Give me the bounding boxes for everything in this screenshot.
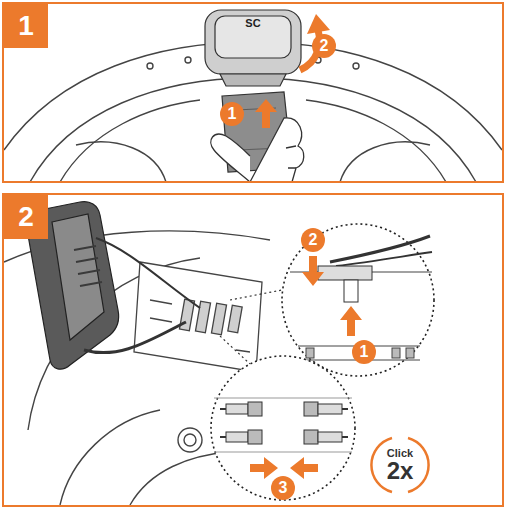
- zoom-circle: [306, 348, 314, 358]
- callout-number: 1: [352, 340, 376, 364]
- helmet-liner: [60, 100, 200, 182]
- step-panel: 1: [2, 2, 504, 183]
- helmet-liner: [76, 142, 166, 182]
- zoom-circle: [214, 398, 352, 452]
- zoom-circle: [226, 404, 248, 414]
- hand: [250, 118, 304, 182]
- helmet-liner: [306, 100, 446, 182]
- helmet-shell: [130, 452, 230, 505]
- zoom-circle: [344, 280, 358, 302]
- hand: [211, 118, 304, 182]
- speaker-unit: [205, 10, 301, 74]
- zoom-circle: [220, 409, 348, 437]
- callout-number: 3: [271, 476, 295, 500]
- helmet-shell: [184, 434, 196, 446]
- helmet-liner: [353, 63, 359, 69]
- main-unit: [52, 214, 104, 340]
- leader-line: [220, 290, 282, 364]
- speaker-unit: [220, 74, 286, 86]
- brand-logo: SC: [245, 17, 260, 29]
- zoom-circle: [318, 432, 342, 442]
- click-badge: Click2x: [370, 435, 430, 495]
- zoom-circle: [282, 224, 434, 376]
- zoom-circle: [304, 430, 318, 444]
- push-arrow: [255, 99, 277, 128]
- callout-number: 2: [312, 34, 336, 58]
- mount-plate: [134, 262, 262, 372]
- speaker-unit: [215, 16, 291, 58]
- zoom-circle: [226, 432, 248, 442]
- connect-arrow: [302, 256, 324, 286]
- callout-number: 1: [220, 102, 244, 126]
- mount-plate: [134, 262, 262, 372]
- zoom-circle: [211, 356, 355, 500]
- zoom-circle: [330, 236, 430, 262]
- connect-arrow: [340, 306, 362, 336]
- zoom-circle: [248, 430, 262, 444]
- zoom-circle: [248, 402, 262, 416]
- helmet-liner: [147, 63, 153, 69]
- main-unit: [27, 202, 200, 370]
- zoom-circle: [406, 348, 414, 358]
- hand: [211, 134, 250, 182]
- main-unit: [96, 238, 200, 308]
- connect-arrow: [302, 256, 362, 336]
- main-unit: [74, 246, 102, 286]
- push-together-arrow: [250, 457, 278, 479]
- helmet-shell: [60, 410, 160, 505]
- push-together-arrow: [290, 457, 318, 479]
- zoom-circle: [211, 356, 355, 500]
- lift-arrow: [307, 14, 330, 34]
- helmet-shell: [178, 428, 202, 452]
- zoom-circle: [318, 404, 342, 414]
- step-panel: 2Click2x: [2, 193, 504, 507]
- zoom-circle: [336, 252, 432, 266]
- mount-plate: [179, 299, 194, 330]
- speaker-unit: [205, 10, 301, 86]
- step-number: 2: [4, 195, 48, 239]
- zoom-circle: [304, 402, 318, 416]
- hand: [286, 146, 296, 168]
- helmet-liner: [30, 78, 476, 182]
- step-number: 1: [4, 4, 48, 48]
- helmet-liner: [340, 142, 430, 182]
- zoom-circle: [392, 348, 400, 358]
- zoom-circle: [282, 224, 434, 376]
- push-arrow: [255, 99, 277, 128]
- leader-line: [220, 336, 250, 364]
- main-unit: [84, 322, 186, 353]
- helmet-liner: [185, 57, 191, 63]
- callout-number: 2: [301, 228, 325, 252]
- zoom-circle: [318, 266, 372, 280]
- mount-plate: [211, 303, 226, 334]
- mount-plate: [228, 305, 242, 332]
- click-count: 2x: [370, 458, 430, 484]
- leader-line: [230, 290, 282, 300]
